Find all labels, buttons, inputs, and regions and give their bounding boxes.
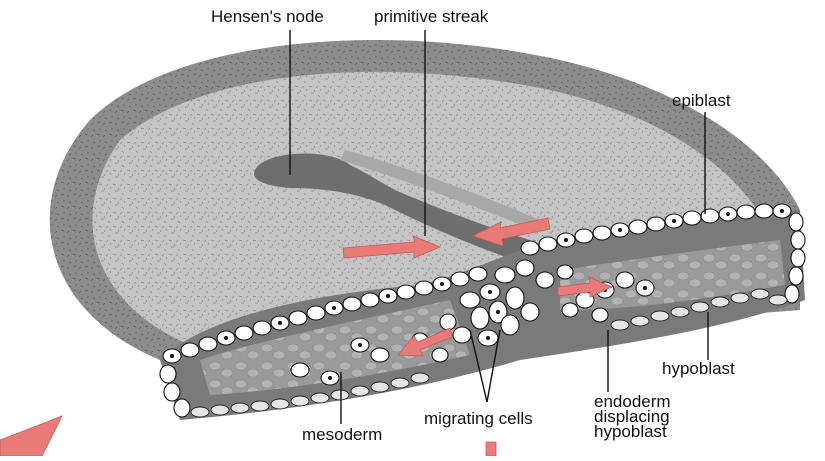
arrow-corner-large — [0, 416, 62, 456]
arrow-bottom-small — [486, 442, 496, 456]
label-endoderm-line3: hypoblast — [594, 424, 671, 439]
label-hypoblast: hypoblast — [662, 360, 735, 378]
label-primitive-streak: primitive streak — [374, 8, 488, 26]
label-mesoderm: mesoderm — [302, 426, 382, 444]
label-endoderm-displacing-hypoblast: endoderm displacing hypoblast — [594, 394, 671, 439]
label-migrating-cells: migrating cells — [424, 410, 533, 428]
label-hensens-node: Hensen's node — [211, 8, 324, 26]
label-epiblast: epiblast — [672, 92, 731, 110]
